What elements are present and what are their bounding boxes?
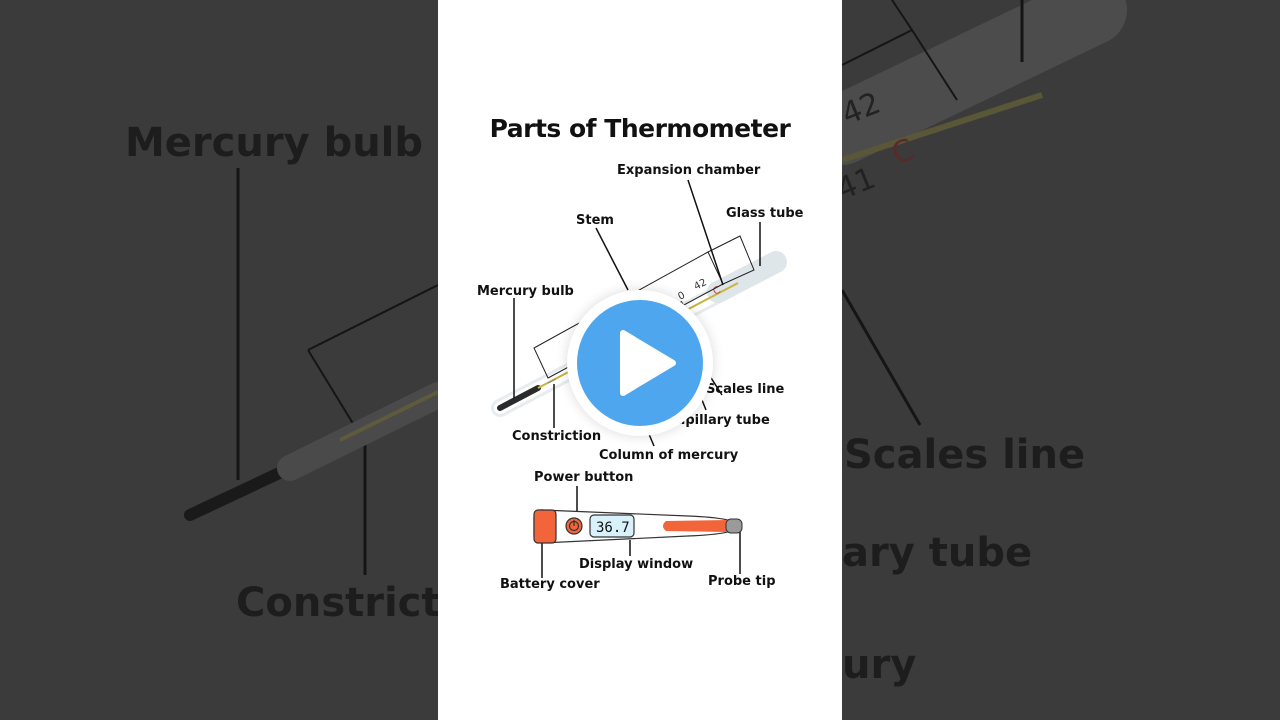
bg-left-diagram <box>184 168 438 575</box>
mercury-bulb-shape <box>497 385 541 411</box>
bg-right-diagram: 42 C 41 <box>842 0 1127 426</box>
digital-thermometer: 36.7 <box>533 509 743 544</box>
label-display-window: Display window <box>579 557 694 572</box>
scale-unit-c: C <box>711 285 722 298</box>
bg-label-capillary: ary tube <box>842 530 1033 576</box>
bg-label-constriction: Constricti <box>236 580 438 626</box>
digital-reading: 36.7 <box>596 520 630 536</box>
label-mercury-bulb: Mercury bulb <box>477 284 574 299</box>
label-power-button: Power button <box>534 470 634 485</box>
bg-label-mercury-bulb: Mercury bulb <box>125 120 424 166</box>
label-expansion-chamber: Expansion chamber <box>617 163 761 178</box>
battery-cover-shape <box>533 509 557 544</box>
play-icon <box>620 330 676 396</box>
label-scales-line: Scales line <box>706 382 785 397</box>
scale-number-42: 42 <box>692 277 708 293</box>
display-window-shape <box>589 514 635 538</box>
scale-number-0: 0 <box>676 290 687 303</box>
probe-tip-shape <box>725 518 743 534</box>
play-button[interactable] <box>577 300 703 426</box>
expansion-box <box>707 235 755 285</box>
label-capillary-tube: Capillary tube <box>667 413 770 428</box>
label-glass-tube: Glass tube <box>726 206 804 221</box>
label-probe-tip: Probe tip <box>708 574 776 589</box>
background-right-blur: 42 C 41 Scales line ary tube ury <box>842 0 1280 720</box>
bg-scale-41: 41 <box>842 161 880 208</box>
play-button-ring <box>567 290 713 436</box>
bg-label-scales-line: Scales line <box>844 432 1086 478</box>
bg-label-mercury: ury <box>842 642 917 688</box>
label-battery-cover: Battery cover <box>500 577 600 592</box>
label-stem: Stem <box>576 213 614 228</box>
page-title: Parts of Thermometer <box>489 114 791 143</box>
label-column-of-mercury: Column of mercury <box>599 448 739 463</box>
label-constriction: Constriction <box>512 429 602 444</box>
background-left-blur: Mercury bulb Constricti <box>0 0 438 720</box>
leader-lines <box>513 179 761 578</box>
